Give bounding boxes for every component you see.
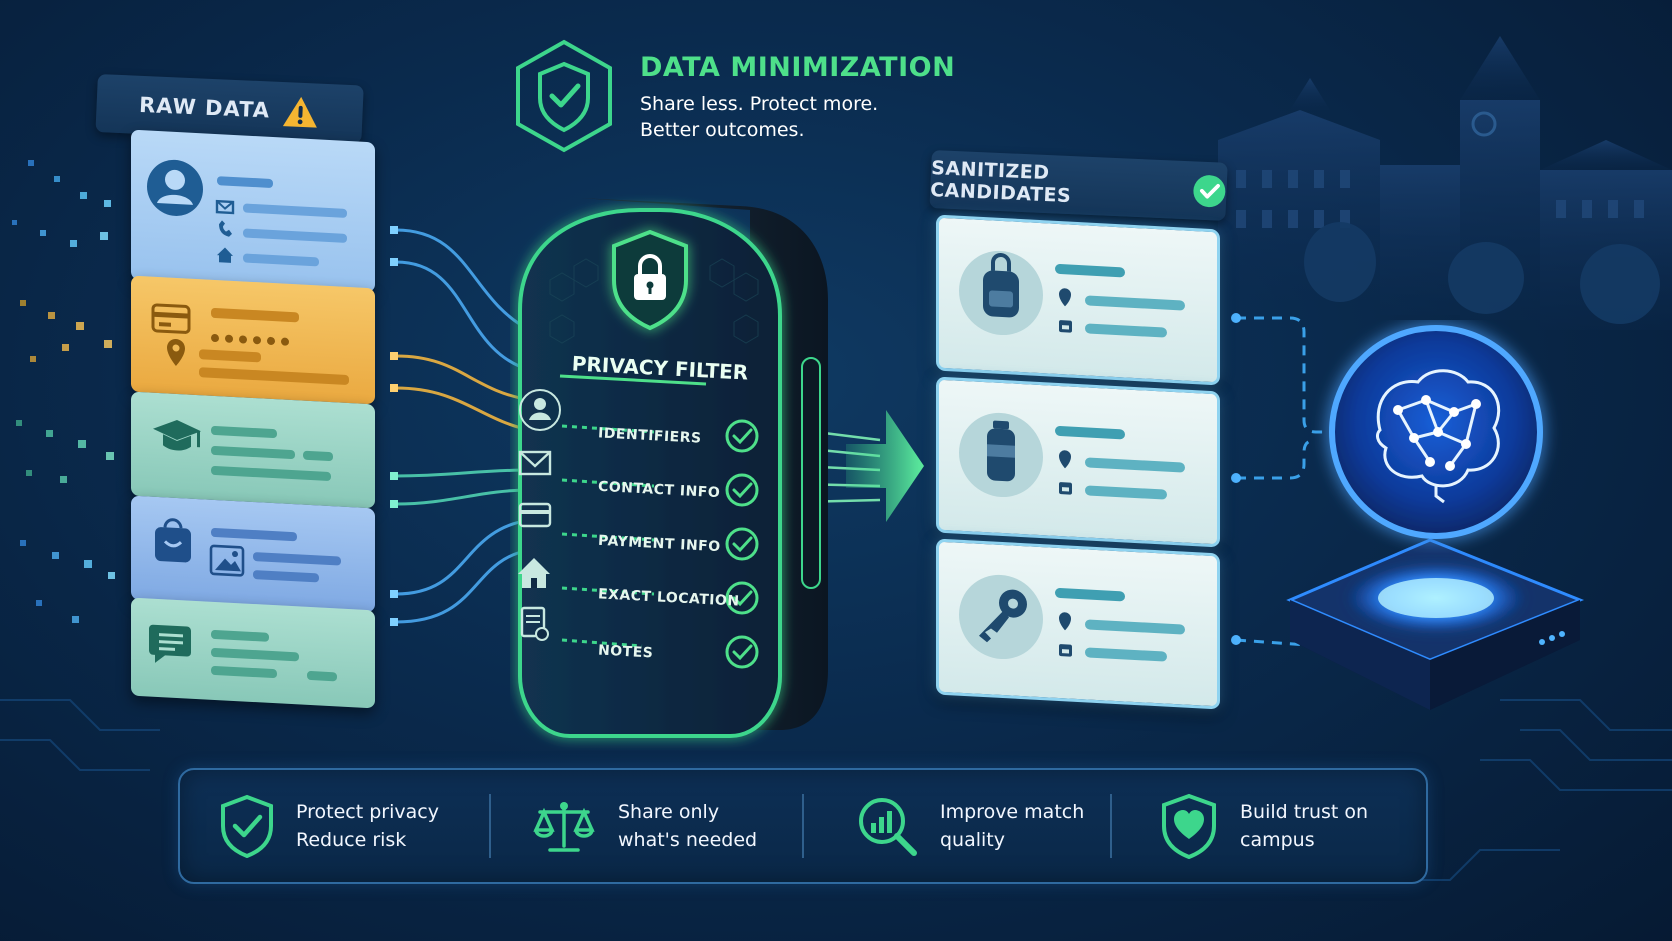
clock-icon — [1471, 111, 1497, 137]
header: DATA MINIMIZATION Share less. Protect mo… — [640, 52, 955, 143]
location-pin-icon — [167, 338, 185, 366]
credit-card-icon — [518, 502, 552, 528]
warning-icon — [283, 96, 318, 128]
image-icon — [209, 544, 245, 577]
sanitized-card-backpack — [936, 214, 1220, 386]
raw-data-header: RAW DATA — [95, 74, 364, 144]
raw-data-card — [131, 495, 375, 613]
ai-brain-device — [1286, 325, 1585, 710]
benefits-bar: Protect privacy Reduce risk Share only w… — [178, 768, 1428, 884]
calendar-icon — [1059, 320, 1072, 333]
raw-data-card — [131, 129, 375, 293]
subtitle-line-1: Share less. Protect more. — [640, 93, 879, 115]
raw-data-card — [131, 391, 375, 509]
check-circle-icon — [1193, 175, 1226, 208]
calendar-icon — [1059, 482, 1072, 495]
graduation-cap-icon — [153, 420, 201, 451]
water-bottle-icon — [987, 420, 1015, 482]
calendar-icon — [1059, 644, 1072, 657]
divider — [802, 794, 804, 858]
arrow-right-icon — [846, 410, 924, 522]
benefit-label: Improve match quality — [940, 801, 1085, 851]
user-icon — [519, 389, 561, 431]
filter-row-notes: NOTES — [597, 642, 654, 662]
key-icon — [979, 589, 1027, 643]
sanitized-card-key — [936, 538, 1220, 710]
raw-data-card — [131, 275, 375, 405]
check-circle-icon — [725, 419, 759, 669]
benefit-improve-match: Improve match quality — [856, 770, 1084, 882]
bag-icon — [155, 518, 191, 563]
sanitized-card-water-bottle — [936, 376, 1220, 548]
sanitized-candidates-header: SANITIZED CANDIDATES — [929, 150, 1228, 221]
mail-icon — [215, 199, 235, 215]
benefit-build-trust: Build trust on campus — [1160, 770, 1368, 882]
location-pin-icon — [1059, 288, 1071, 307]
home-icon — [217, 247, 233, 263]
benefit-label: Protect privacy Reduce risk — [296, 801, 439, 851]
mail-icon — [518, 450, 552, 476]
house-icon — [518, 558, 550, 588]
notes-icon — [520, 606, 549, 641]
benefit-protect-privacy: Protect privacy Reduce risk — [220, 770, 439, 882]
phone-icon — [219, 220, 232, 237]
user-icon — [147, 159, 203, 216]
sanitized-candidates-title: SANITIZED CANDIDATES — [929, 156, 1072, 208]
benefit-label: Share only what's needed — [618, 801, 758, 851]
shield-lock-icon — [612, 229, 688, 331]
data-particles — [12, 160, 115, 623]
raw-data-card — [131, 597, 375, 709]
credit-card-icon — [151, 303, 191, 334]
chat-icon — [149, 624, 191, 663]
subtitle-line-2: Better outcomes. — [640, 119, 805, 141]
privacy-filter-device — [518, 198, 828, 738]
shield-check-icon — [221, 794, 273, 858]
backpack-icon — [983, 252, 1019, 318]
balance-scale-icon — [533, 802, 595, 852]
hexagon-shield-check-icon — [516, 39, 612, 153]
divider — [489, 794, 491, 858]
shield-heart-icon — [1162, 793, 1216, 859]
page-subtitle: Share less. Protect more. Better outcome… — [640, 91, 920, 143]
magnifier-chart-icon — [859, 798, 917, 856]
benefit-share-only: Share only what's needed — [532, 770, 757, 882]
page-title: DATA MINIMIZATION — [640, 52, 956, 83]
tree-icon — [1304, 222, 1660, 324]
benefit-label: Build trust on campus — [1240, 801, 1369, 851]
location-pin-icon — [1059, 450, 1071, 469]
divider — [1110, 794, 1112, 858]
location-pin-icon — [1059, 612, 1071, 631]
